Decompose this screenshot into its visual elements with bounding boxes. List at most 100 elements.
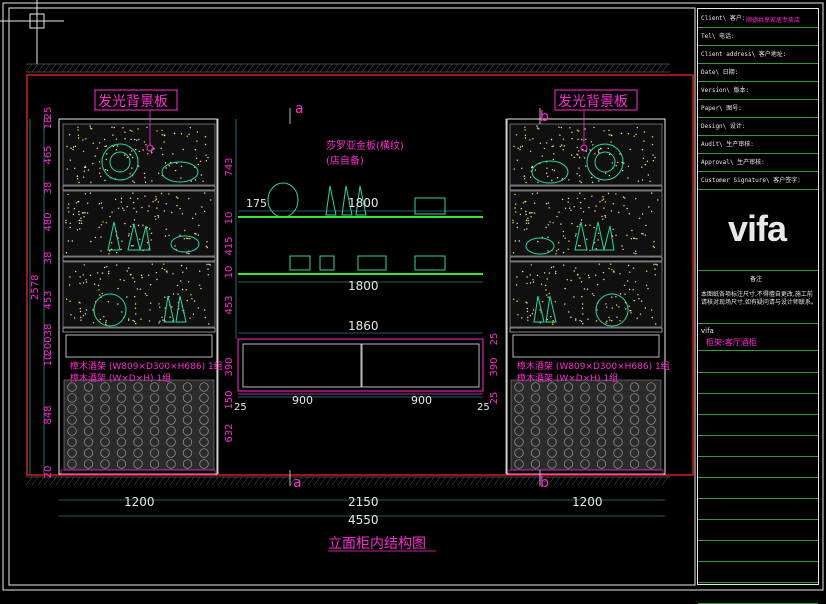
notes-text: 本图纸各项标注尺寸,不得擅自更改,施工前请核对现场尺寸,如有疑问请与设计师联系。 <box>701 291 817 306</box>
left-total-dimension: 2578 <box>30 275 41 300</box>
bottom-right-width: 1200 <box>572 495 603 509</box>
dimension-label: 390 <box>224 357 235 376</box>
wine-cell <box>182 437 193 447</box>
edge-left-width: 25 <box>234 402 247 413</box>
wine-cell <box>100 437 110 447</box>
title-block-row-label: Client\ 客户: <box>701 15 746 22</box>
dimension-label: 10 <box>224 266 235 279</box>
wine-cell <box>166 459 176 469</box>
shelf-1-width: 1800 <box>348 196 379 210</box>
wine-cell <box>530 393 541 403</box>
notes-area: 备注 本图纸各项标注尺寸,不得擅自更改,施工前请核对现场尺寸,如有疑问请与设计师… <box>698 271 818 324</box>
wine-cell <box>83 404 94 414</box>
horizontal-dimension-lines <box>59 210 665 517</box>
wine-cell <box>67 393 77 403</box>
wine-cell <box>613 448 623 458</box>
shelf-2-width: 1800 <box>348 279 379 293</box>
wine-cell <box>116 415 127 425</box>
wine-cell <box>199 393 209 403</box>
wine-cell <box>116 448 127 458</box>
wine-cell <box>580 382 590 392</box>
title-block-blank-row <box>698 477 818 499</box>
wine-cell <box>646 448 656 458</box>
dimension-label: 848 <box>43 405 54 424</box>
wine-cell <box>547 415 557 425</box>
wine-cell <box>166 426 176 436</box>
dimension-label: 38 <box>43 324 54 337</box>
section-a-bottom-label: a <box>293 475 302 491</box>
left-shelf-2 <box>62 256 216 262</box>
wine-cell <box>563 459 574 469</box>
center-decor-glasses-bottom <box>289 255 446 271</box>
wine-cell <box>514 393 524 403</box>
wine-cell <box>629 404 640 414</box>
wine-cell <box>613 415 623 425</box>
right-wine-rack-cells <box>514 382 656 469</box>
wine-cell <box>149 426 160 436</box>
title-block-row-label: Approval\ 生产审核: <box>701 159 765 166</box>
right-decor-bowl <box>531 160 569 184</box>
title-block-blank-row <box>698 582 818 604</box>
title-block-row: Client\ 客户:顺德共享家居专卖店 <box>698 9 818 28</box>
wine-cell <box>67 404 77 414</box>
title-block-row: Client address\ 客户地址: <box>698 45 818 64</box>
title-block-row: Version\ 版本: <box>698 81 818 100</box>
wine-cell <box>646 426 656 436</box>
wine-cell <box>613 382 623 392</box>
wine-cell <box>547 426 557 436</box>
ceiling-hatch-lines <box>25 63 669 73</box>
right-wine-rack <box>510 379 662 471</box>
wine-cell <box>83 393 94 403</box>
dimension-label: 415 <box>224 236 235 255</box>
title-block-row-label: Version\ 版本: <box>701 87 750 94</box>
dimension-label: 465 <box>43 145 54 164</box>
wine-cell <box>596 415 607 425</box>
wine-cell <box>646 459 656 469</box>
wine-cell <box>199 459 209 469</box>
dimension-label: 743 <box>224 157 235 176</box>
left-decor-bottles <box>163 295 187 323</box>
wine-cell <box>83 415 94 425</box>
wine-cell <box>596 459 607 469</box>
right-panel-callout: 发光背景板 <box>558 94 628 110</box>
right-decor-vases <box>574 221 615 251</box>
section-markers <box>289 108 541 486</box>
title-block-blank-row <box>698 393 818 415</box>
wine-cell <box>149 415 160 425</box>
bottom-left-width: 1200 <box>124 495 155 509</box>
wine-cell <box>133 448 143 458</box>
wine-cell <box>629 448 640 458</box>
wine-cell <box>580 415 590 425</box>
center-drawer-right <box>361 343 480 388</box>
title-block-blank-row <box>698 435 818 457</box>
left-wine-rack <box>63 379 215 471</box>
dimension-label: 38 <box>43 182 54 195</box>
wine-cell <box>83 459 94 469</box>
left-dimension-chain <box>29 119 45 474</box>
wine-cell <box>629 382 640 392</box>
center-note-2: (店自备) <box>326 154 364 167</box>
center-drawer-left <box>242 343 362 388</box>
title-block-row-label: Date\ 日期: <box>701 69 739 76</box>
right-wine-note-1: 樟木酒架 (W809×D300×H686) 1组 <box>517 360 670 372</box>
wine-cell <box>563 415 574 425</box>
wine-cell <box>580 404 590 414</box>
wine-cell <box>100 382 110 392</box>
wine-cell <box>149 448 160 458</box>
wine-cell <box>166 382 176 392</box>
wine-cell <box>133 426 143 436</box>
right-cabinet <box>506 118 666 475</box>
wine-cell <box>530 448 541 458</box>
wine-cell <box>182 404 193 414</box>
right-shelf-3 <box>509 327 663 333</box>
wine-cell <box>166 404 176 414</box>
wine-cell <box>67 426 77 436</box>
title-block-blank-row <box>698 351 818 373</box>
wine-cell <box>530 459 541 469</box>
center-decor-bottles <box>325 185 367 216</box>
left-decor-plate <box>101 143 139 181</box>
sheet-label: vifa <box>701 327 714 335</box>
wine-cell <box>199 437 209 447</box>
